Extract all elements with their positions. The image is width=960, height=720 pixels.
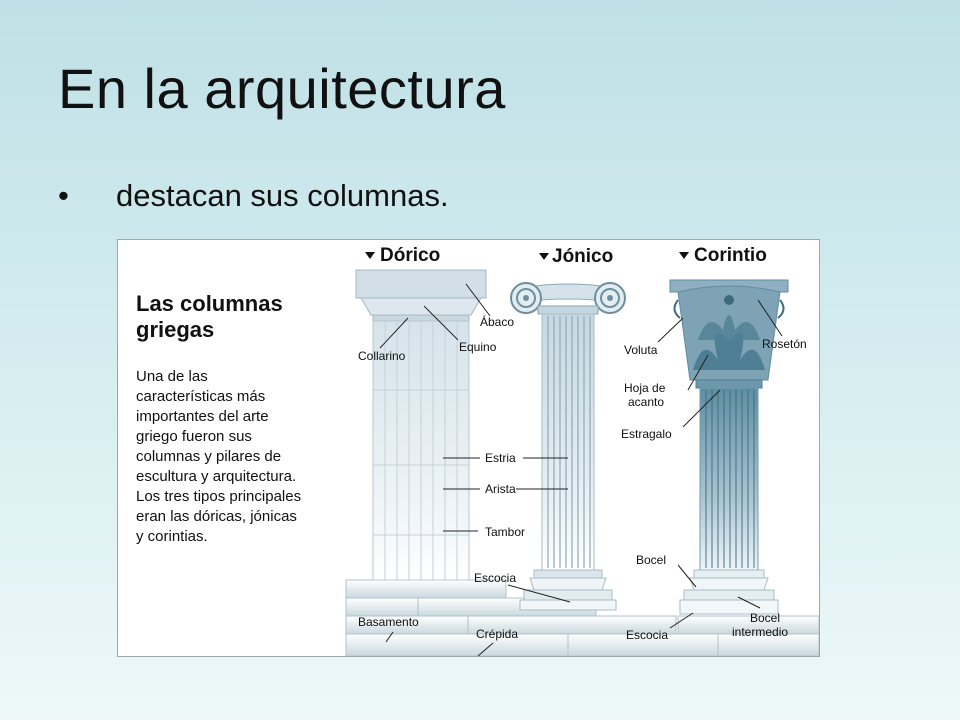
intro-line: escultura y arquitectura. xyxy=(136,468,296,485)
ionic-column xyxy=(510,282,626,611)
greek-columns-diagram: Las columnas griegas Una de las caracter… xyxy=(117,239,820,657)
intro-line: columnas y pilares de xyxy=(136,448,281,465)
label-crepida: Crépida xyxy=(476,627,518,641)
corinthian-shaft xyxy=(699,387,759,571)
intro-line: griego fueron sus xyxy=(136,428,252,445)
order-label: Dórico xyxy=(380,245,440,266)
bullet-text: destacan sus columnas. xyxy=(116,178,449,213)
ionic-shaft xyxy=(541,313,595,571)
label-bocel: Bocel xyxy=(636,553,666,567)
label-escocia-ionic: Escocia xyxy=(474,571,516,585)
slide-title: En la arquitectura xyxy=(58,57,506,120)
intro-title-line1: Las columnas xyxy=(136,291,283,316)
triangle-down-icon xyxy=(679,252,689,259)
rosette-icon xyxy=(724,295,734,305)
doric-column xyxy=(355,269,487,581)
label-roseton: Rosetón xyxy=(762,337,807,351)
intro-line: características más xyxy=(136,388,265,405)
intro-line: y corintias. xyxy=(136,528,208,545)
label-abaco: Ábaco xyxy=(480,314,514,329)
label-collarino: Collarino xyxy=(358,349,406,363)
intro-title-line2: griegas xyxy=(136,317,214,342)
corinthian-column xyxy=(669,279,789,615)
order-label: Corintio xyxy=(694,245,767,266)
label-estria: Estria xyxy=(485,451,516,465)
header-ionic: Jónico xyxy=(539,246,613,267)
intro-line: Una de las xyxy=(136,368,208,385)
header-doric: Dórico xyxy=(365,245,440,266)
label-escocia-corinthian: Escocia xyxy=(626,628,668,642)
part-labels: Ábaco Equino Collarino Estria Arista Tam… xyxy=(358,314,807,642)
doric-abacus xyxy=(355,269,487,299)
doric-echinus xyxy=(360,297,482,316)
triangle-down-icon xyxy=(539,253,549,260)
order-label: Jónico xyxy=(552,246,613,267)
intro-line: Los tres tipos principales xyxy=(136,488,301,505)
intro-line: eran las dóricas, jónicas xyxy=(136,508,297,525)
label-hoja-line2: acanto xyxy=(628,395,664,409)
label-bocel-intermedio-line1: Bocel xyxy=(750,611,780,625)
intro-line: importantes del arte xyxy=(136,408,269,425)
label-voluta: Voluta xyxy=(624,343,658,357)
triangle-down-icon xyxy=(365,252,375,259)
label-arista: Arista xyxy=(485,482,516,496)
leader-lines xyxy=(379,283,783,656)
intro-text: Una de las características más important… xyxy=(136,368,301,545)
label-basamento: Basamento xyxy=(358,615,419,629)
label-equino: Equino xyxy=(459,340,497,354)
stylobate-steps xyxy=(345,579,819,656)
label-bocel-intermedio-line2: intermedio xyxy=(732,625,788,639)
label-hoja-line1: Hoja de xyxy=(624,381,666,395)
label-estragalo: Estragalo xyxy=(621,427,672,441)
bullet-marker: • xyxy=(58,178,69,213)
label-tambor: Tambor xyxy=(485,525,525,539)
header-corinthian: Corintio xyxy=(679,245,767,266)
